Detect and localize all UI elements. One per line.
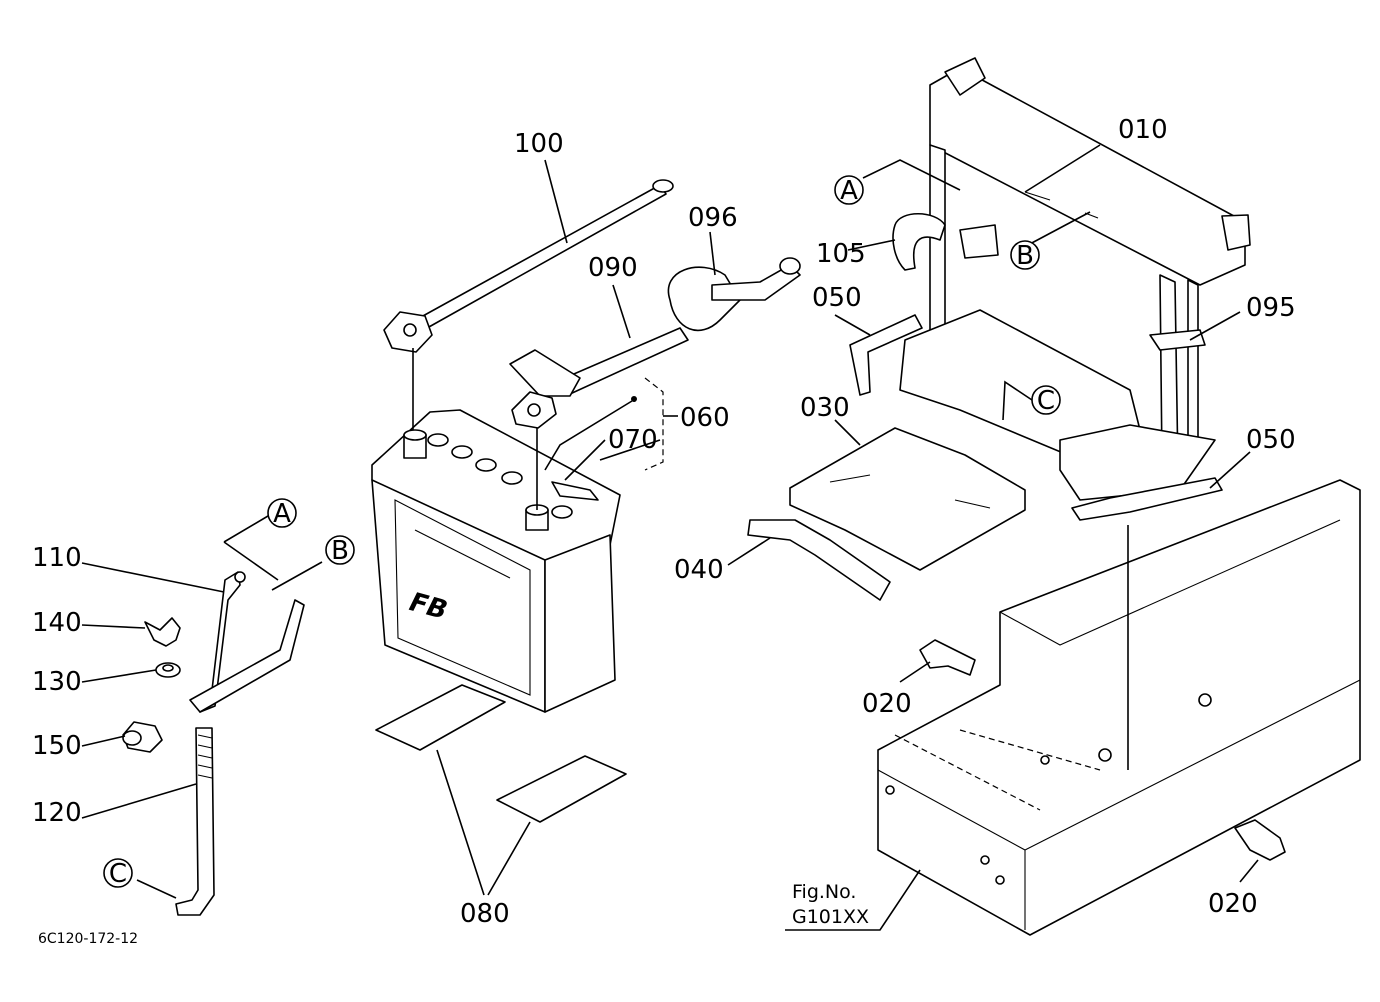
callout-c-left: C — [103, 858, 133, 889]
callout-b-right: B — [1010, 240, 1040, 271]
svg-text:C: C — [109, 859, 127, 889]
svg-text:B: B — [1016, 241, 1034, 271]
strap-105 — [892, 213, 946, 271]
part-label-060: 060 — [680, 403, 730, 433]
part-label-070: 070 — [608, 425, 658, 455]
collar-150 — [122, 721, 163, 753]
fig-ref-line2: G101XX — [792, 906, 869, 928]
strap-095 — [1149, 329, 1206, 351]
washer-130 — [155, 662, 181, 678]
part-label-096: 096 — [688, 203, 738, 233]
fig-ref-line1: Fig.No. — [792, 881, 856, 903]
part-label-110: 110 — [32, 543, 82, 573]
part-label-120: 120 — [32, 798, 82, 828]
part-label-130: 130 — [32, 667, 82, 697]
part-label-040: 040 — [674, 555, 724, 585]
part-label-020-right: 020 — [1208, 889, 1258, 919]
battery-caps — [427, 433, 573, 519]
callout-c-right: C — [1031, 385, 1061, 416]
diagram-code: 6C120-172-12 — [38, 931, 138, 947]
pad-080-a — [375, 684, 506, 751]
svg-text:A: A — [273, 499, 291, 529]
callout-a-left: A — [267, 498, 297, 529]
cable-090 — [509, 327, 689, 429]
rubber-050-left — [849, 314, 923, 396]
wing-nut-140 — [144, 617, 181, 647]
part-label-140: 140 — [32, 608, 82, 638]
part-label-150: 150 — [32, 731, 82, 761]
tray-030 — [789, 427, 1026, 571]
rubber-040 — [747, 519, 891, 601]
svg-text:C: C — [1037, 386, 1055, 416]
rubber-050-right — [1071, 477, 1223, 521]
part-label-020-left: 020 — [862, 689, 912, 719]
holder-rod-110 — [189, 571, 305, 713]
frame — [877, 479, 1361, 936]
callout-a-right: A — [834, 175, 864, 206]
clamp-096 — [667, 257, 801, 332]
part-label-050-left: 050 — [812, 283, 862, 313]
part-label-010: 010 — [1118, 115, 1168, 145]
fuse-dot — [631, 396, 637, 402]
callout-b-left: B — [325, 535, 355, 566]
part-label-105: 105 — [816, 239, 866, 269]
pad-080-b — [496, 755, 627, 823]
part-label-090: 090 — [588, 253, 638, 283]
bolt-020-a — [919, 639, 976, 676]
bolt-020-b — [1234, 819, 1286, 861]
bolt-120 — [175, 727, 215, 916]
part-label-080: 080 — [460, 899, 510, 929]
svg-text:A: A — [840, 176, 858, 206]
svg-text:B: B — [331, 536, 349, 566]
battery-stay-010 — [929, 57, 1251, 471]
battery: FB — [371, 409, 621, 713]
part-label-030: 030 — [800, 393, 850, 423]
cable-100 — [383, 179, 674, 353]
part-label-050-right: 050 — [1246, 425, 1296, 455]
part-label-100: 100 — [514, 129, 564, 159]
part-label-095: 095 — [1246, 293, 1296, 323]
